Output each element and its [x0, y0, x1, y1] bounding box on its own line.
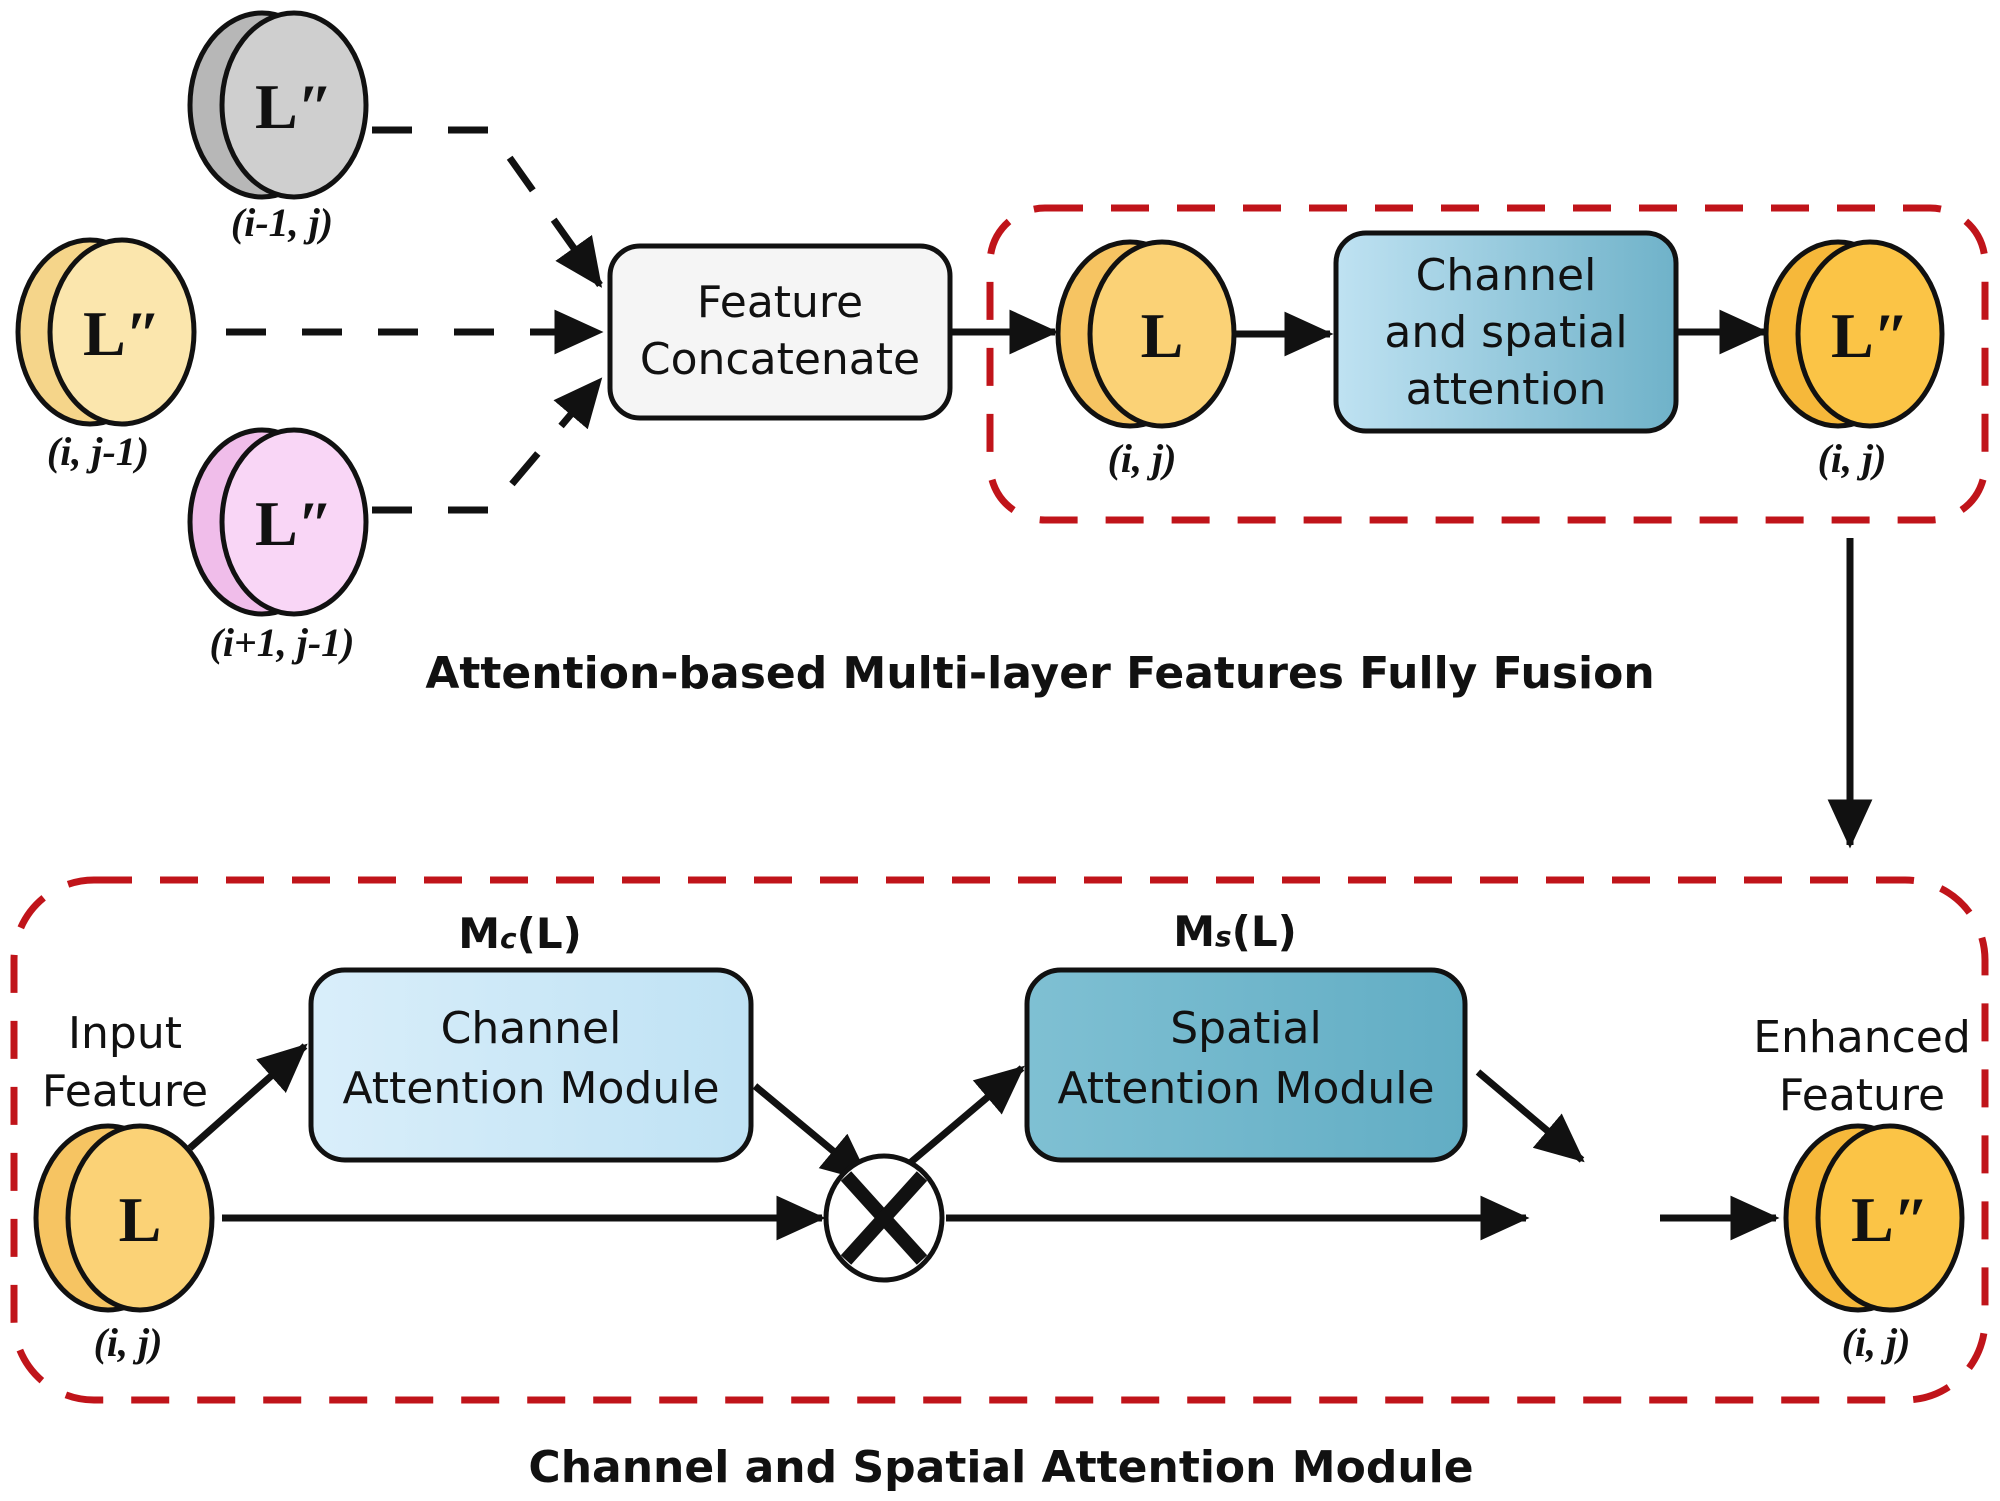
arrow-channel-to-multiply1: [752, 1083, 871, 1183]
arrow-input-to-channel: [187, 1043, 308, 1151]
disk-label: L: [1141, 300, 1184, 371]
arrow-spatial-to-multiply2: [1475, 1069, 1585, 1163]
disk-label: L″: [83, 298, 161, 369]
bottom-section-title: Channel and Spatial Attention Module: [528, 1442, 1473, 1493]
arrow-multiply1-to-spatial: [901, 1065, 1025, 1171]
box-text: Spatial: [1170, 1003, 1322, 1054]
input-feature-disk: L: [33, 1123, 215, 1313]
enhanced-feature-label: Enhanced: [1753, 1012, 1971, 1063]
multiply-icon: [823, 1153, 945, 1283]
box-text: Attention Module: [342, 1063, 719, 1114]
spatial-attention-module-box: Spatial Attention Module: [1024, 967, 1468, 1163]
box-text: Attention Module: [1057, 1063, 1434, 1114]
input-disk-i+1-j-1: L″: [187, 427, 369, 617]
coord-label: (i, j-1): [47, 429, 149, 474]
connector-bottom: [372, 377, 603, 514]
enhanced-feature-label: Feature: [1779, 1070, 1945, 1121]
box-text: Channel: [1416, 250, 1597, 301]
fusion-group-border: [986, 204, 1989, 524]
fused-disk-L: L: [1055, 239, 1237, 429]
box-text: attention: [1406, 364, 1607, 415]
box-text: Concatenate: [640, 334, 920, 385]
enhanced-feature-disk: L″: [1783, 1123, 1965, 1313]
input-feature-label: Feature: [42, 1066, 208, 1117]
channel-spatial-attention-box: Channel and spatial attention: [1333, 230, 1679, 434]
input-disk-i-1-j: L″: [187, 10, 369, 200]
connector-top: [372, 126, 603, 288]
ms-label: Ms(L): [1173, 907, 1297, 956]
channel-attention-module-box: Channel Attention Module: [308, 967, 754, 1163]
fused-output-disk: L″: [1763, 239, 1945, 429]
input-connectors: [226, 126, 604, 514]
disk-label: L: [119, 1184, 162, 1255]
disk-label: L″: [1831, 300, 1909, 371]
disk-label: L″: [255, 488, 333, 559]
feature-concatenate-box: Feature Concatenate: [607, 243, 953, 421]
disk-label: L″: [255, 71, 333, 142]
disk-label: L″: [1851, 1184, 1929, 1255]
box-text: Channel: [441, 1003, 622, 1054]
coord-label: (i, j): [1842, 1320, 1911, 1365]
box-text: Feature: [697, 277, 863, 328]
input-feature-label: Input: [68, 1008, 182, 1059]
module-group-border: [10, 876, 1989, 1404]
coord-label: (i+1, j-1): [210, 620, 355, 665]
top-section-title: Attention-based Multi-layer Features Ful…: [425, 648, 1654, 699]
coord-label: (i, j): [1108, 436, 1177, 481]
coord-label: (i, j): [94, 1320, 163, 1365]
coord-label: (i, j): [1818, 436, 1887, 481]
box-text: and spatial: [1384, 307, 1627, 358]
mc-label: Mc(L): [458, 909, 582, 958]
input-disk-i-j-1: L″: [15, 237, 197, 427]
coord-label: (i-1, j): [231, 200, 333, 245]
